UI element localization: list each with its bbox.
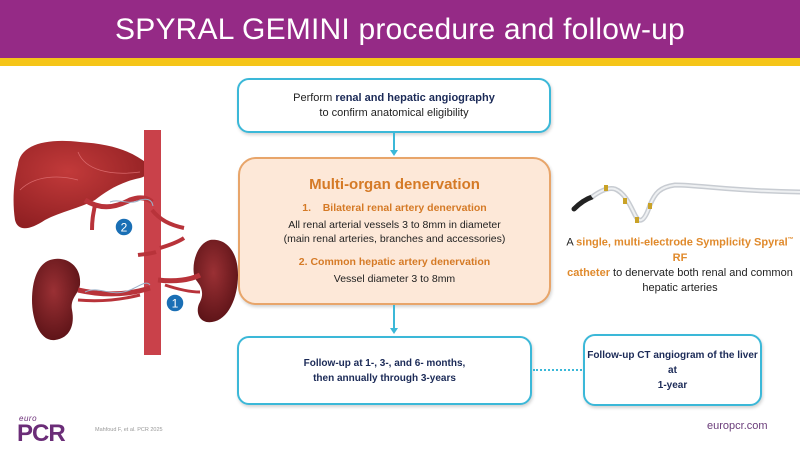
aorta <box>144 130 161 355</box>
arrow-head-1 <box>390 150 398 156</box>
angiography-line2: to confirm anatomical eligibility <box>319 106 469 119</box>
denervation-title: Multi-organ denervation <box>309 176 480 193</box>
ct-follow-up-box: Follow-up CT angiogram of the liver at 1… <box>583 334 762 406</box>
dotted-connector <box>533 369 582 371</box>
marker-1: 1 <box>165 293 185 313</box>
renal-denervation-heading: 1. Bilateral renal artery denervation <box>302 202 487 214</box>
marker-2: 2 <box>114 217 134 237</box>
arrow-head-2 <box>390 328 398 334</box>
hepatic-denervation-heading: 2. Common hepatic artery denervation <box>298 256 491 268</box>
page-title: SPYRAL GEMINI procedure and follow-up <box>115 13 685 46</box>
denervation-step-box: Multi-organ denervation 1. Bilateral ren… <box>238 157 551 305</box>
svg-text:2: 2 <box>121 221 128 235</box>
header-stripe <box>0 58 800 66</box>
angiography-step-box: Perform renal and hepatic angiography to… <box>237 78 551 133</box>
website-link[interactable]: europcr.com <box>707 420 768 432</box>
arrow-connector-1 <box>393 133 395 151</box>
angiography-bold-text: renal and hepatic angiography <box>335 91 495 104</box>
catheter-image <box>571 182 800 223</box>
logo-euro-text: euro <box>19 414 38 423</box>
europcr-logo: PCR <box>17 420 66 447</box>
kidney-left <box>32 258 81 341</box>
follow-up-step-box: Follow-up at 1-, 3-, and 6- months, then… <box>237 336 532 405</box>
catheter-caption: A single, multi-electrode Symplicity Spy… <box>566 236 794 294</box>
header-bar <box>0 0 800 58</box>
kidney-right <box>193 239 238 323</box>
anatomy-illustration: 2 1 <box>13 130 238 355</box>
liver-shape <box>13 140 150 229</box>
reference-citation: Mahfoud F, et al. PCR 2025 <box>95 427 163 433</box>
svg-text:1: 1 <box>172 297 179 311</box>
arrow-connector-2 <box>393 305 395 329</box>
